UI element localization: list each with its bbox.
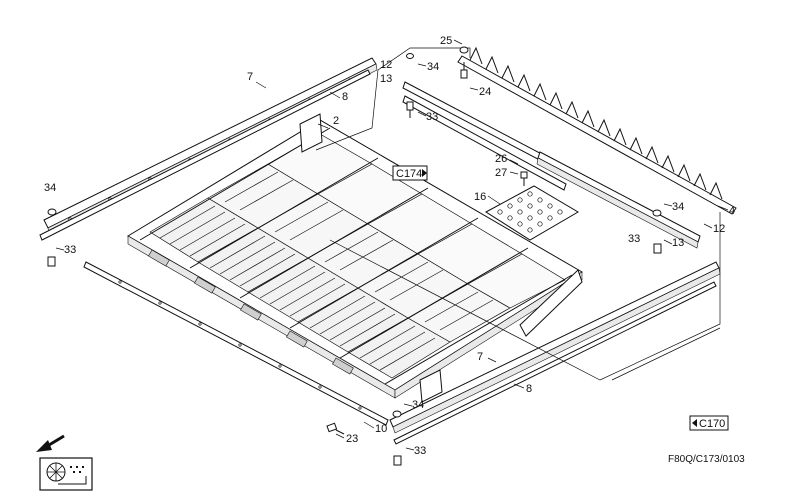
screw-33-right bbox=[653, 243, 662, 254]
strip-bottom-left bbox=[83, 261, 389, 426]
screw-33-bottom bbox=[393, 455, 402, 466]
washer-34-left bbox=[47, 208, 57, 216]
part-numbers: 7 8 2 12 13 34 33 25 24 26 27 16 34 4 12… bbox=[44, 35, 735, 457]
drawing-code: F80Q/C173/0103 bbox=[668, 454, 745, 465]
finger-blade bbox=[457, 46, 737, 215]
label-12-right: 12 bbox=[713, 223, 725, 235]
label-33-left: 33 bbox=[64, 244, 76, 256]
label-34-left: 34 bbox=[44, 182, 56, 194]
sieve-frame bbox=[127, 113, 583, 403]
label-7-top: 7 bbox=[247, 71, 253, 83]
washer-34-top bbox=[406, 53, 414, 59]
label-16: 16 bbox=[474, 191, 486, 203]
combine-harvester-icon bbox=[39, 457, 93, 491]
label-33-top: 33 bbox=[426, 111, 438, 123]
label-25: 25 bbox=[440, 35, 452, 47]
washer-34-bottom bbox=[392, 410, 402, 418]
label-34-right: 34 bbox=[672, 201, 684, 213]
direction-arrow-icon bbox=[36, 434, 65, 452]
screw-23 bbox=[326, 422, 345, 435]
label-leaders bbox=[55, 39, 729, 451]
label-8-bottom: 8 bbox=[526, 383, 532, 395]
label-2: 2 bbox=[333, 115, 339, 127]
ref-c170[interactable]: C170 bbox=[689, 415, 729, 431]
label-34-bottom: 34 bbox=[412, 399, 424, 411]
label-27: 27 bbox=[495, 167, 507, 179]
label-12-top: 12 bbox=[380, 59, 392, 71]
label-13-top: 13 bbox=[380, 73, 392, 85]
strip-12-13 bbox=[402, 81, 701, 249]
arrow-right-icon bbox=[422, 169, 427, 177]
screw-27 bbox=[520, 171, 528, 186]
svg-text:C170: C170 bbox=[699, 418, 725, 430]
leader-lines bbox=[315, 47, 721, 381]
washer-34-right bbox=[652, 209, 662, 217]
label-33-bottom: 33 bbox=[414, 445, 426, 457]
label-24: 24 bbox=[479, 86, 491, 98]
label-7-bottom: 7 bbox=[477, 351, 483, 363]
screw-33-left bbox=[47, 256, 56, 267]
perforated-plate bbox=[485, 185, 579, 241]
washer-25 bbox=[459, 46, 469, 54]
label-26: 26 bbox=[495, 153, 507, 165]
label-10: 10 bbox=[375, 423, 387, 435]
svg-text:C174: C174 bbox=[396, 168, 422, 180]
label-23: 23 bbox=[346, 433, 358, 445]
arrow-left-icon bbox=[692, 419, 697, 427]
label-33-right: 33 bbox=[628, 233, 640, 245]
label-4: 4 bbox=[729, 205, 735, 217]
screw-33-top bbox=[406, 101, 414, 118]
label-8-top: 8 bbox=[342, 91, 348, 103]
fasteners bbox=[47, 46, 662, 466]
rail-top-left bbox=[39, 57, 378, 241]
rail-bottom-right bbox=[389, 261, 721, 445]
label-13-right: 13 bbox=[672, 237, 684, 249]
label-34-top: 34 bbox=[427, 61, 439, 73]
ref-c174[interactable]: C174 bbox=[392, 165, 428, 181]
screw-24 bbox=[460, 62, 468, 79]
